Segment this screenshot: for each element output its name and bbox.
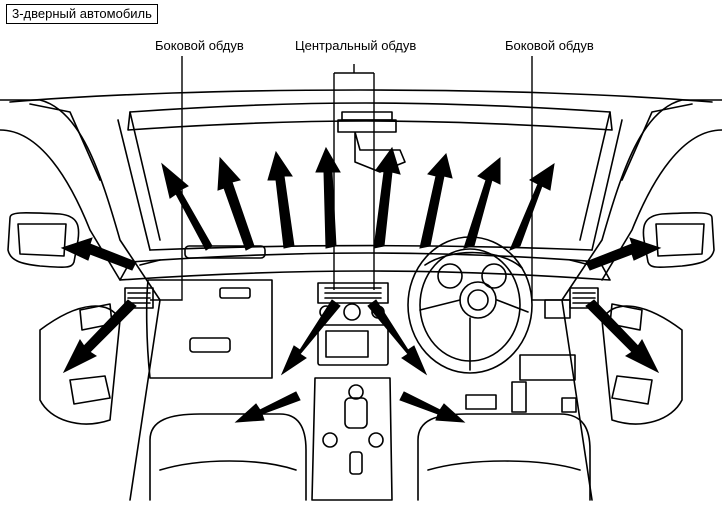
radio <box>317 324 389 366</box>
arrow-up-5 <box>373 146 401 249</box>
left-door-frame <box>0 99 161 501</box>
arrow-floor-left <box>234 391 301 423</box>
dashboard-top <box>119 252 611 281</box>
windshield-right-pillar <box>579 111 623 251</box>
label-side-vent-left: Боковой обдув <box>155 38 244 53</box>
glove-box <box>145 279 273 379</box>
arrow-up-2 <box>217 156 255 251</box>
arrow-center-down-left <box>280 299 341 376</box>
arrow-center-down-right <box>367 299 428 376</box>
arrow-up-6 <box>419 152 453 249</box>
right-door-frame <box>561 99 722 501</box>
roof-line <box>9 89 713 103</box>
right-seat <box>417 413 591 501</box>
center-vent <box>317 282 389 304</box>
windshield-bottom <box>149 244 593 251</box>
side-vent-arrows <box>60 237 662 423</box>
left-side-vent <box>124 287 154 309</box>
left-seat <box>149 413 307 501</box>
callout-line-center-bracket <box>333 64 375 290</box>
center-tunnel <box>311 377 393 501</box>
arrow-right-mirror <box>585 237 662 271</box>
arrow-up-4 <box>315 146 341 249</box>
right-door-panel <box>601 305 683 425</box>
defroster-arrows <box>161 146 555 251</box>
left-side-mirror <box>7 212 80 268</box>
gear-shifter <box>344 397 368 429</box>
arrow-left-mirror <box>60 237 137 271</box>
callout-line-right <box>531 56 570 301</box>
right-side-mirror <box>642 212 715 268</box>
arrow-floor-right <box>399 391 466 423</box>
arrow-left-door <box>62 299 137 374</box>
instrument-cluster <box>424 251 523 269</box>
right-side-vent <box>569 287 599 309</box>
label-center-vent: Центральный обдув <box>295 38 417 53</box>
windshield-left-pillar <box>117 111 161 251</box>
arrow-up-8 <box>509 162 555 251</box>
diagram-title: 3-дверный автомобиль <box>6 4 158 24</box>
windshield-top <box>127 102 613 131</box>
arrow-up-3 <box>267 150 295 249</box>
left-door-panel <box>39 305 121 425</box>
arrow-right-door <box>585 299 660 374</box>
arrow-up-1 <box>161 162 213 251</box>
arrow-up-7 <box>463 156 501 249</box>
pedal <box>465 394 497 410</box>
callout-line-left <box>150 56 183 301</box>
label-side-vent-right: Боковой обдув <box>505 38 594 53</box>
